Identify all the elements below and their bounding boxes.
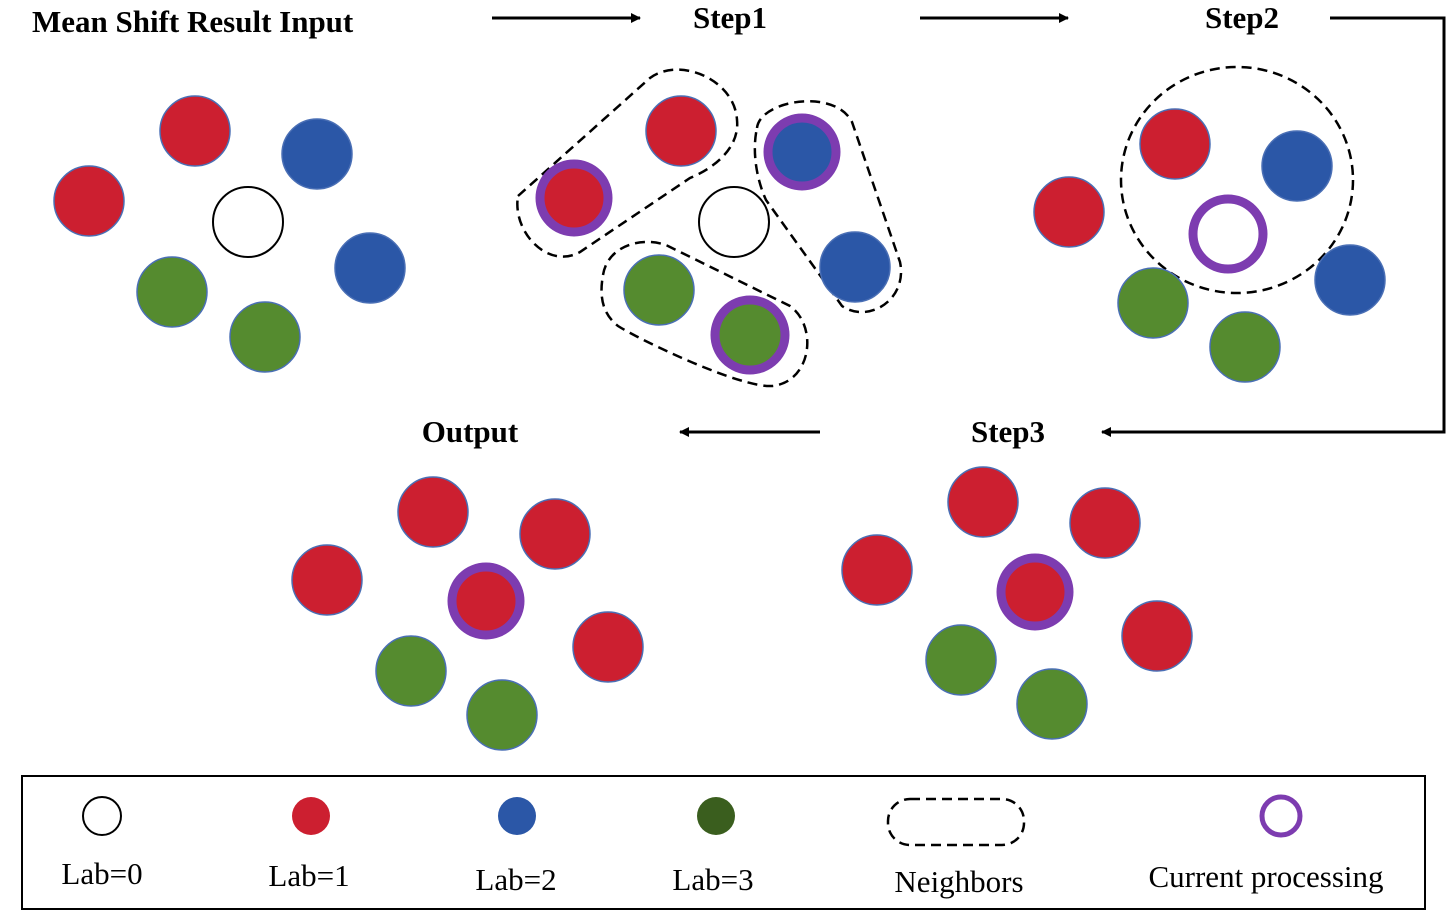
node-lab3 <box>1117 267 1189 339</box>
legend-current-label: Current processing <box>1148 859 1383 894</box>
step3-panel <box>841 466 1193 740</box>
legend-neighbors-swatch <box>886 797 1026 847</box>
node-lab2 <box>1261 130 1333 202</box>
node-lab3 <box>229 301 301 373</box>
step3-panel-title: Step3 <box>971 414 1045 449</box>
node-lab0 <box>698 186 770 258</box>
step1-panel-title: Step1 <box>693 0 767 35</box>
legend-lab0-swatch <box>82 796 122 836</box>
step1-panel <box>516 68 903 388</box>
input-panel-title: Mean Shift Result Input <box>32 4 354 39</box>
current-processing-ring <box>763 113 841 191</box>
output-panel <box>291 476 644 751</box>
legend-lab0-label: Lab=0 <box>61 856 142 891</box>
legend-lab3-swatch <box>697 797 735 835</box>
node-lab3 <box>623 254 695 326</box>
node-lab1 <box>1069 487 1141 559</box>
node-lab1 <box>1139 108 1211 180</box>
legend: Lab=0 Lab=1 Lab=2 Lab=3 Neighbors Curren… <box>21 775 1426 910</box>
node-lab3 <box>1209 311 1281 383</box>
legend-lab1-swatch <box>292 797 330 835</box>
node-lab1 <box>947 466 1019 538</box>
current-processing-ring <box>447 562 525 640</box>
node-lab3 <box>375 635 447 707</box>
step2-panel-title: Step2 <box>1205 0 1279 35</box>
node-lab2 <box>819 231 891 303</box>
node-lab3 <box>925 624 997 696</box>
current-processing-ring <box>996 553 1074 631</box>
node-lab1 <box>645 95 717 167</box>
legend-neighbors-label: Neighbors <box>894 864 1023 899</box>
node-lab2 <box>334 232 406 304</box>
node-lab1 <box>519 498 591 570</box>
node-lab1 <box>841 534 913 606</box>
node-lab1 <box>291 544 363 616</box>
input-panel <box>53 95 406 373</box>
node-lab0 <box>212 186 284 258</box>
legend-lab2-swatch <box>498 797 536 835</box>
node-lab2 <box>281 118 353 190</box>
current-processing-ring <box>535 159 613 237</box>
legend-current-swatch <box>1259 794 1303 838</box>
neighbors-group <box>753 100 903 314</box>
node-lab3 <box>466 679 538 751</box>
neighbors-group <box>1119 65 1355 295</box>
legend-box <box>21 775 1426 910</box>
current-processing-ring <box>710 295 790 375</box>
node-lab1 <box>572 611 644 683</box>
neighbors-group <box>600 240 809 388</box>
legend-lab2-label: Lab=2 <box>475 862 556 897</box>
legend-lab1-label: Lab=1 <box>268 858 349 893</box>
node-lab1 <box>159 95 231 167</box>
node-lab1 <box>1033 176 1105 248</box>
current-processing-ring <box>1188 194 1268 274</box>
legend-lab3-label: Lab=3 <box>672 862 753 897</box>
node-lab2 <box>1314 244 1386 316</box>
node-lab3 <box>1016 668 1088 740</box>
arrow-step2-to-step3 <box>1101 16 1446 437</box>
node-lab1 <box>1121 600 1193 672</box>
node-lab3 <box>136 256 208 328</box>
step2-panel <box>1033 65 1386 383</box>
output-panel-title: Output <box>422 414 519 449</box>
neighbors-group <box>516 68 739 258</box>
node-lab1 <box>397 476 469 548</box>
node-lab1 <box>53 165 125 237</box>
